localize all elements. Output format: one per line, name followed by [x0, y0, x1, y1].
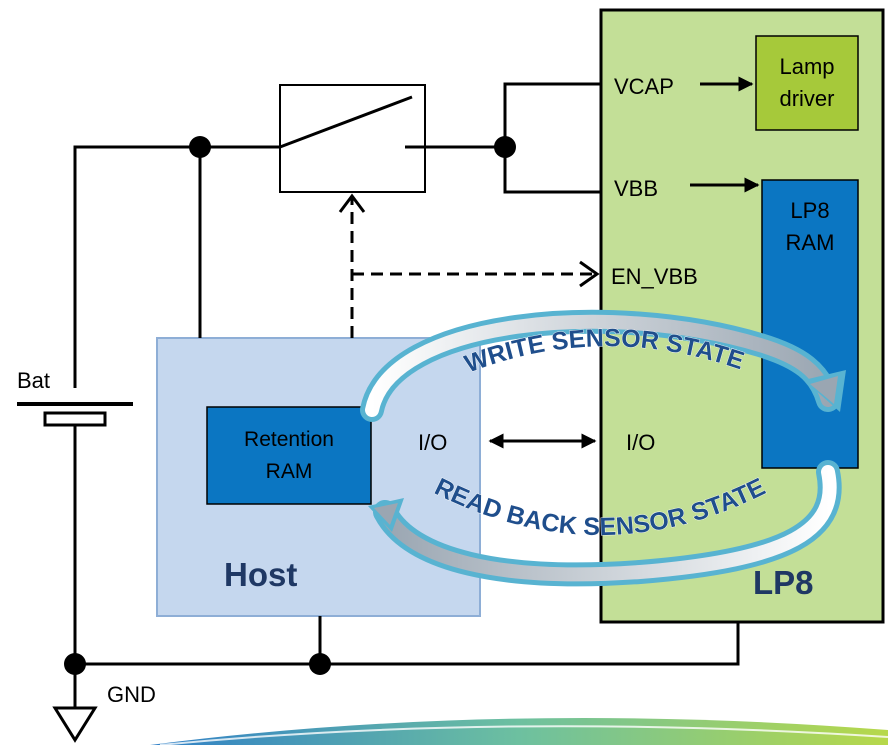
vbb-label: VBB — [614, 176, 658, 201]
junction-dot — [189, 136, 211, 158]
host-label: Host — [224, 556, 297, 593]
junction-dot — [309, 653, 331, 675]
lamp-driver-label-line2: driver — [779, 86, 834, 111]
retention-ram-block — [206, 406, 372, 505]
junction-dot — [494, 136, 516, 158]
ground-symbol — [52, 706, 98, 743]
retention-ram-label-line1: Retention — [244, 428, 334, 451]
en-vbb-arrowhead — [579, 260, 600, 288]
battery-symbol — [17, 402, 133, 427]
decorative-swoosh — [150, 718, 888, 745]
lp8-ram-label-line1: LP8 — [790, 198, 829, 223]
host-io-label: I/O — [418, 430, 447, 455]
retention-ram-label-line2: RAM — [266, 460, 313, 483]
lp8-ram-block — [761, 179, 859, 469]
vcap-label: VCAP — [614, 74, 674, 99]
lp8-label: LP8 — [753, 564, 814, 601]
switch-control-arrowhead — [338, 193, 366, 213]
lamp-driver-label-line1: Lamp — [779, 54, 834, 79]
battery-label: Bat — [17, 368, 50, 393]
lp8-ram-label-line2: RAM — [786, 230, 835, 255]
enable-control-line — [350, 197, 596, 338]
junction-dot — [64, 653, 86, 675]
en-vbb-label: EN_VBB — [611, 264, 698, 289]
lamp-driver-block — [755, 35, 859, 131]
switch-blade — [279, 95, 413, 149]
ground-label: GND — [107, 682, 156, 707]
lp8-io-label: I/O — [626, 430, 655, 455]
